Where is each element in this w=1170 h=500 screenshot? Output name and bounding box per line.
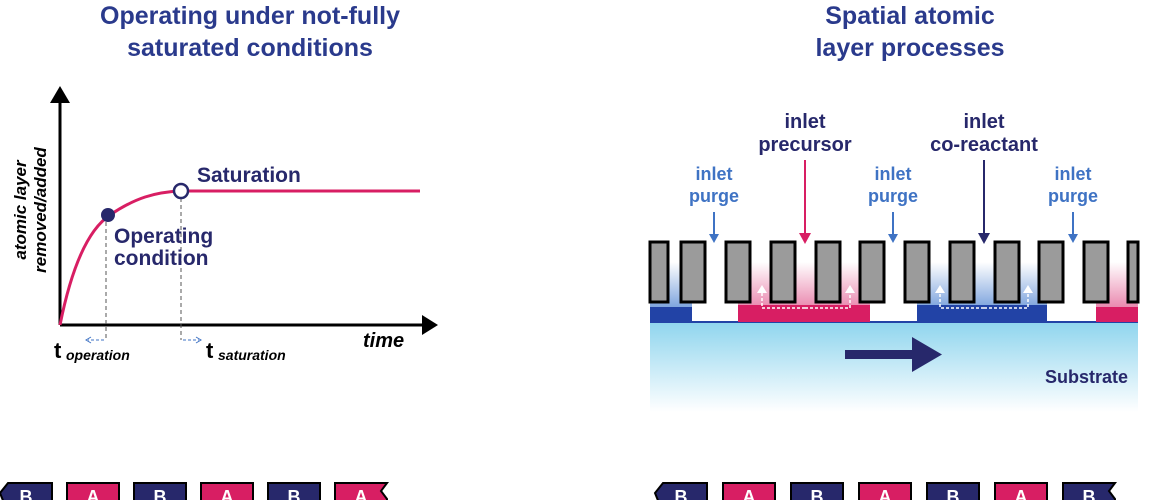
t-saturation-sub: saturation	[218, 347, 286, 363]
column-11	[1082, 240, 1110, 304]
left-panel-title: Operating under not-fully saturated cond…	[40, 0, 460, 64]
bottom-left-tag-letter-4: A	[221, 487, 234, 500]
column-2	[679, 240, 707, 304]
right-panel-title: Spatial atomic layer processes	[700, 0, 1120, 64]
operating-label-line2: condition	[114, 247, 208, 270]
y-axis-arrowhead	[50, 86, 70, 103]
bottom-left-tag-4: A	[200, 482, 254, 500]
bottom-right-tag-letter-3: B	[811, 487, 824, 500]
column-7	[903, 240, 931, 304]
left-title-line2: saturated conditions	[127, 34, 373, 62]
inlet-coreactant-line1: inlet	[963, 111, 1004, 133]
inlet-precursor-line1: inlet	[784, 111, 825, 133]
bottom-right-tag-letter-5: B	[947, 487, 960, 500]
pink-zone-glow	[738, 262, 870, 307]
inlet-purge-2-line1: inlet	[874, 164, 911, 184]
inlet-purge-1-line1: inlet	[695, 164, 732, 184]
column-6	[858, 240, 886, 304]
gas-head-columns	[648, 240, 1140, 304]
bottom-left-tag-letter-1: B	[20, 487, 33, 500]
bottom-right-tag-7: B	[1062, 482, 1117, 500]
bottom-right-tag-2: A	[722, 482, 776, 500]
saturation-label: Saturation	[197, 164, 301, 187]
inlet-purge-3-line2: purge	[1048, 186, 1098, 206]
column-1	[648, 240, 670, 304]
bottom-right-tag-letter-1: B	[675, 487, 688, 500]
t-operation-main: t	[54, 338, 62, 363]
operating-condition-point	[101, 208, 115, 222]
bottom-left-tag-letter-6: A	[355, 487, 368, 500]
column-8	[948, 240, 976, 304]
bottom-left-tag-1: B	[0, 482, 53, 500]
substrate-label: Substrate	[1045, 367, 1128, 387]
bottom-left-tag-letter-3: B	[154, 487, 167, 500]
bottom-left-tag-letter-5: B	[288, 487, 301, 500]
bottom-right-tag-3: B	[790, 482, 844, 500]
bottom-right-tag-letter-2: A	[743, 487, 756, 500]
bottom-right-tag-5: B	[926, 482, 980, 500]
bottom-left-tag-2: A	[66, 482, 120, 500]
blue-zone	[917, 305, 1047, 322]
operating-label-line1: Operating	[114, 225, 213, 248]
bottom-left-tag-3: B	[133, 482, 187, 500]
bottom-right-tag-letter-7: B	[1083, 487, 1096, 500]
inlet-coreactant-line2: co-reactant	[930, 134, 1038, 156]
x-axis-label: time	[363, 330, 404, 352]
bottom-right-tag-letter-4: A	[879, 487, 892, 500]
y-axis-label-line2: removed/added	[31, 147, 50, 273]
y-axis-label: atomic layer removed/added	[11, 147, 50, 273]
pink-zone-left	[738, 305, 870, 322]
bottom-right-tag-4: A	[858, 482, 912, 500]
bottom-right-tag-letter-6: A	[1015, 487, 1028, 500]
inlet-purge-2-line2: purge	[868, 186, 918, 206]
y-axis-label-line1: atomic layer	[11, 159, 30, 260]
inlet-purge-1-line2: purge	[689, 186, 739, 206]
pink-zone-edge-right	[1096, 305, 1138, 322]
substrate	[650, 322, 1138, 412]
flow-arrows	[761, 290, 1029, 309]
bottom-left-tag-5: B	[267, 482, 321, 500]
column-3	[724, 240, 752, 304]
bottom-right-tag-6: A	[994, 482, 1048, 500]
substrate-motion-arrow	[845, 337, 942, 372]
t-operation-sub: operation	[66, 347, 130, 363]
right-title-line1: Spatial atomic	[825, 2, 995, 30]
column-9	[993, 240, 1021, 304]
column-4	[769, 240, 797, 304]
column-10	[1037, 240, 1065, 304]
spatial-ald-diagram: inlet purge inlet precursor inlet purge …	[648, 111, 1140, 412]
left-title-line1: Operating under not-fully	[100, 2, 400, 30]
x-axis-arrowhead	[422, 315, 438, 335]
inlet-precursor-line2: precursor	[758, 134, 852, 156]
bottom-left-tag-6: A	[334, 482, 389, 500]
column-12	[1126, 240, 1140, 304]
blue-zone-edge-left	[650, 305, 692, 322]
blue-zone-glow	[917, 262, 1047, 307]
saturation-plot: Saturation Operating condition atomic la…	[11, 86, 438, 363]
column-5	[814, 240, 842, 304]
bottom-left-tag-letter-2: A	[87, 487, 100, 500]
bottom-right-tag-1: B	[653, 482, 708, 500]
t-saturation-main: t	[206, 338, 214, 363]
saturation-point	[172, 182, 190, 200]
right-title-line2: layer processes	[815, 34, 1005, 62]
inlet-purge-3-line1: inlet	[1054, 164, 1091, 184]
